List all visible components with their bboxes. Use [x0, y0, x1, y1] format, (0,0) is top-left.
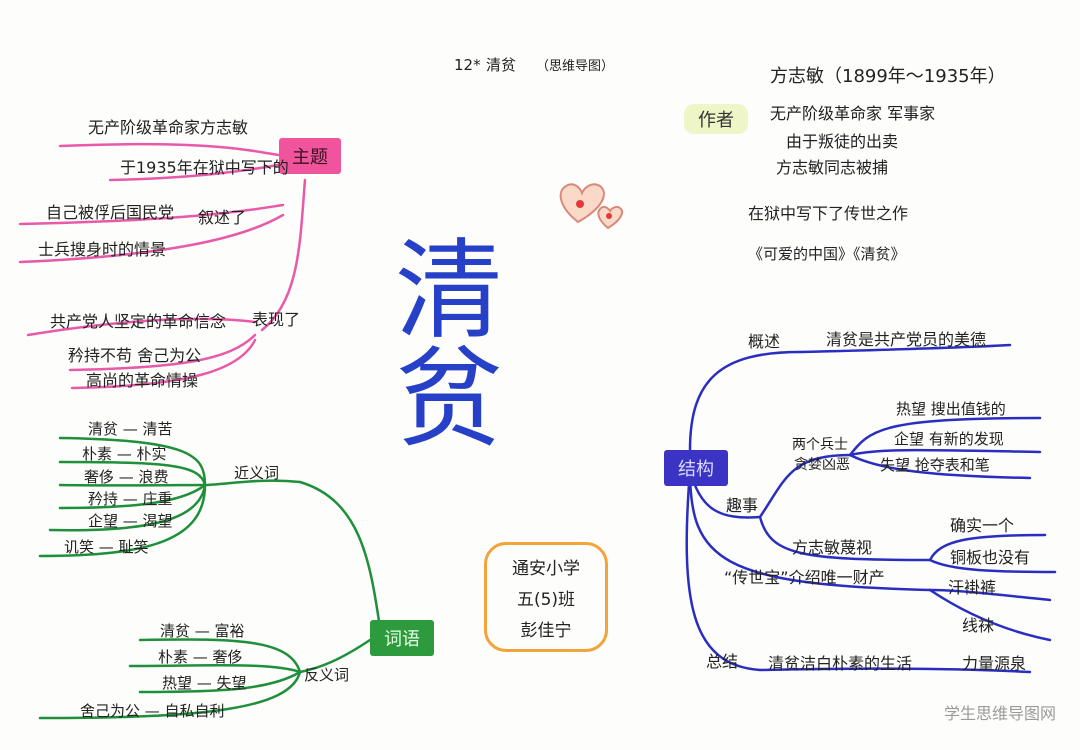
two-soldiers-label-2: 贪婪凶恶	[794, 457, 850, 473]
heirloom-item-1: 汗褂裤	[948, 578, 997, 597]
theme-node: 主题	[279, 138, 341, 174]
center-title: 清贫	[395, 229, 534, 462]
author-line-2: 由于叛徒的出卖	[786, 132, 899, 151]
summary-label: 总结	[706, 652, 739, 671]
show-item-2: 矜持不苟 舍己为公	[68, 346, 202, 365]
header-note: （思维导图）	[536, 59, 615, 74]
school-line-1: 通安小学	[512, 558, 580, 579]
words-branches	[38, 436, 382, 720]
heirloom-label: “传世宝”介绍唯一财产	[724, 568, 885, 587]
summary-source: 力量源泉	[962, 654, 1027, 673]
synonym-item-1: 清贫 — 清苦	[88, 420, 173, 438]
lesson-number: 12*	[454, 56, 481, 74]
synonym-item-5: 企望 — 渴望	[88, 512, 173, 530]
structure-node: 结构	[664, 450, 728, 486]
author-line-1: 无产阶级革命家 军事家	[770, 104, 936, 123]
antonym-item-4: 舍己为公 — 自私自利	[80, 702, 225, 720]
antonym-item-2: 朴素 — 奢侈	[158, 648, 243, 666]
author-line-4: 在狱中写下了传世之作	[748, 204, 909, 223]
school-line-2: 五(5)班	[516, 589, 576, 610]
soldier-item-3: 失望 抢夺表和笔	[880, 456, 990, 474]
antonym-item-3: 热望 — 失望	[162, 674, 247, 692]
overview-label: 概述	[748, 332, 781, 351]
contempt-item-1: 确实一个	[950, 516, 1015, 535]
narrate-item-2: 士兵搜身时的情景	[38, 240, 167, 259]
antonyms-label: 反义词	[304, 666, 350, 684]
narrate-label: 叙述了	[198, 208, 247, 227]
author-name: 方志敏（1899年～1935年）	[770, 66, 1006, 87]
school-line-3: 彭佳宁	[520, 620, 572, 641]
contempt-item-2: 铜板也没有	[950, 548, 1031, 567]
contempt-label: 方志敏蔑视	[792, 538, 873, 557]
theme-line-1: 无产阶级革命家方志敏	[88, 118, 249, 137]
theme-branches	[18, 142, 307, 390]
structure-branches	[685, 343, 1057, 674]
synonym-item-3: 奢侈 — 浪费	[84, 468, 169, 486]
summary-text: 清贫洁白朴素的生活	[768, 654, 913, 673]
story-label: 趣事	[726, 496, 759, 515]
show-item-1: 共产党人坚定的革命信念	[50, 312, 227, 331]
synonym-item-4: 矜持 — 庄重	[88, 490, 173, 508]
synonym-item-2: 朴素 — 朴实	[82, 445, 167, 463]
soldier-item-1: 热望 搜出值钱的	[896, 400, 1006, 418]
synonyms-label: 近义词	[234, 464, 280, 482]
soldier-item-2: 企望 有新的发现	[894, 430, 1004, 448]
narrate-item-1: 自己被俘后国民党	[46, 203, 175, 222]
antonym-item-1: 清贫 — 富裕	[160, 622, 245, 640]
author-node: 作者	[684, 104, 748, 134]
overview-text: 清贫是共产党员的美德	[826, 330, 987, 349]
heirloom-item-2: 线袜	[962, 616, 995, 635]
two-soldiers-label-1: 两个兵士	[792, 437, 848, 453]
author-line-5: 《可爱的中国》《清贫》	[748, 245, 906, 263]
school-box: 通安小学 五(5)班 彭佳宁	[484, 542, 608, 652]
hearts-decoration	[559, 183, 624, 230]
show-label: 表现了	[252, 310, 301, 329]
words-node: 词语	[370, 620, 434, 656]
show-item-3: 高尚的革命情操	[86, 371, 199, 390]
watermark: 学生思维导图网	[943, 704, 1056, 723]
header-title: 清贫	[486, 56, 517, 74]
author-line-3: 方志敏同志被捕	[776, 158, 889, 177]
synonym-item-6: 讥笑 — 耻笑	[64, 538, 149, 556]
theme-line-2: 于1935年在狱中写下的	[120, 158, 289, 177]
